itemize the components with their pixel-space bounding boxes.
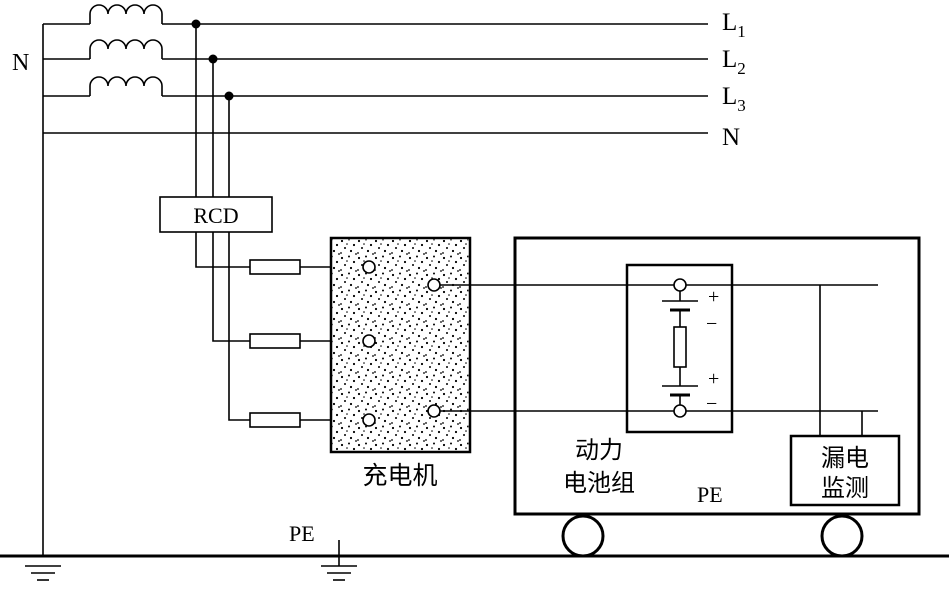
earth-symbol-left [25, 550, 61, 581]
pe-ground-label: PE [289, 521, 315, 546]
charger-terminal-out-plus [427, 278, 441, 292]
polarity-plus-top: + [708, 286, 719, 308]
polarity-plus-bottom: + [708, 368, 719, 390]
l2-label: L2 [722, 46, 746, 78]
wheel-right [820, 514, 864, 558]
n-right-label: N [722, 124, 740, 151]
rcd-box [159, 196, 273, 233]
battery-label-line2: 电池组 [563, 469, 635, 497]
leak-monitor-label-line2: 监测 [821, 474, 869, 502]
wheel-left [561, 514, 605, 558]
rcd-label: RCD [193, 203, 238, 228]
n-left-label: N [12, 50, 29, 76]
charger-terminal-in-1 [362, 260, 376, 274]
supply-lines [42, 23, 708, 550]
polarity-minus-top: − [706, 313, 717, 335]
leak-monitor-label-line1: 漏电 [821, 444, 869, 472]
fuse-1 [249, 259, 301, 275]
transformer-coils [89, 4, 163, 96]
l3-label: L3 [722, 83, 746, 115]
pe-vehicle-label: PE [697, 482, 723, 507]
battery-symbol [662, 278, 698, 418]
fuse-3 [249, 412, 301, 428]
battery-label-line1: 动力 [575, 436, 623, 464]
polarity-minus-bottom: − [706, 393, 717, 415]
charger-terminal-in-2 [362, 334, 376, 348]
vehicle-body [513, 236, 921, 516]
l1-label: L1 [722, 9, 746, 41]
leak-monitor-box [789, 434, 901, 507]
charger-terminal-out-minus [427, 404, 441, 418]
charger-terminal-in-3 [362, 413, 376, 427]
fuse-2 [249, 333, 301, 349]
earth-symbol-pe [321, 540, 357, 581]
charger-label: 充电机 [362, 461, 437, 490]
